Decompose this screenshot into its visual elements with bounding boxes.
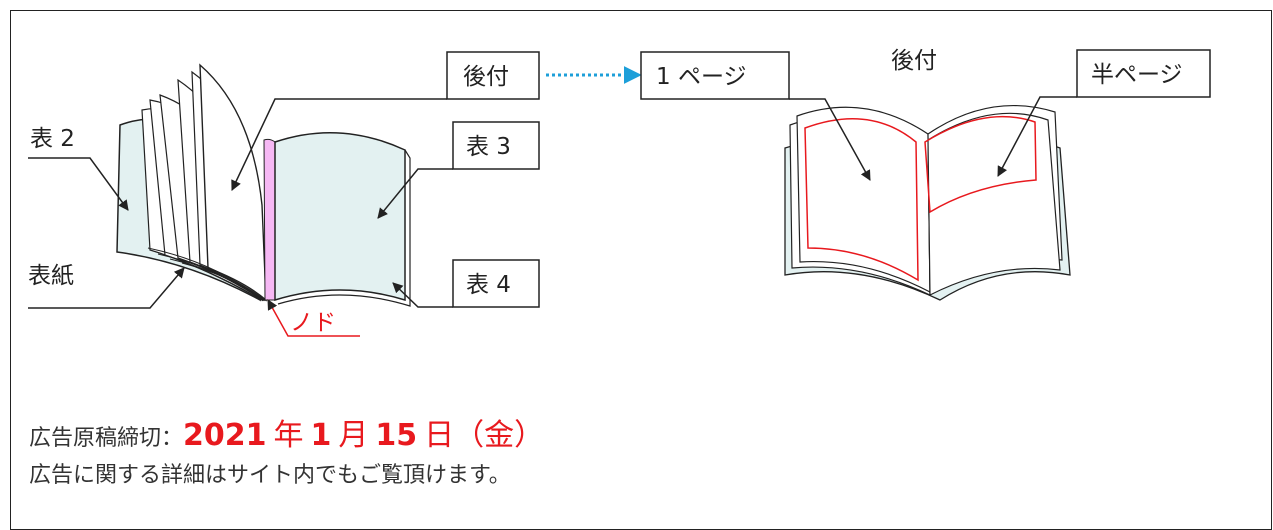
label-cover-text: 表紙 [28, 263, 74, 289]
deadline-label: 広告原稿締切： [29, 426, 184, 451]
label-cover2: 表 2 [28, 126, 129, 211]
label-nodo-text: ノド [290, 310, 336, 336]
magazine-ad-diagram: 表 2 表紙 後付 表 3 表 4 ノド 1 [28, 48, 1211, 337]
label-cover4: 表 4 [392, 259, 540, 308]
deadline-year-unit: 年 [273, 418, 304, 453]
label-nodo: ノド [267, 299, 360, 337]
label-cover: 表紙 [28, 263, 185, 309]
label-cover2-text: 表 2 [30, 126, 75, 152]
label-ato-text: 後付 [463, 64, 509, 90]
label-ato-top: 後付 [891, 48, 937, 74]
half-page-ad-area [924, 115, 1037, 214]
deadline-year: 2021 [183, 418, 267, 453]
info-note: 広告に関する詳細はサイト内でもご覧頂けます。 [29, 463, 511, 488]
deadline-line: 広告原稿締切：2021 年 1 月 15 日（金） [29, 410, 544, 454]
one-page-ad-area [804, 118, 919, 282]
deadline-weekday: （金） [454, 418, 545, 453]
label-cover4-text: 表 4 [466, 272, 511, 298]
left-book-illustration [116, 63, 411, 307]
deadline-day-unit: 日 [424, 418, 455, 453]
label-cover3-text: 表 3 [466, 134, 511, 160]
deadline-month: 1 [310, 418, 332, 453]
label-one-page-text: 1 ページ [656, 64, 746, 90]
label-cover3: 表 3 [377, 121, 540, 219]
deadline-month-unit: 月 [338, 418, 369, 453]
deadline-day: 15 [375, 418, 418, 453]
label-one-page: 1 ページ [640, 51, 871, 181]
label-half-page: 半ページ [997, 49, 1211, 177]
label-ato: 後付 [231, 51, 540, 191]
label-half-page-text: 半ページ [1091, 62, 1183, 88]
right-book-illustration [784, 104, 1071, 301]
